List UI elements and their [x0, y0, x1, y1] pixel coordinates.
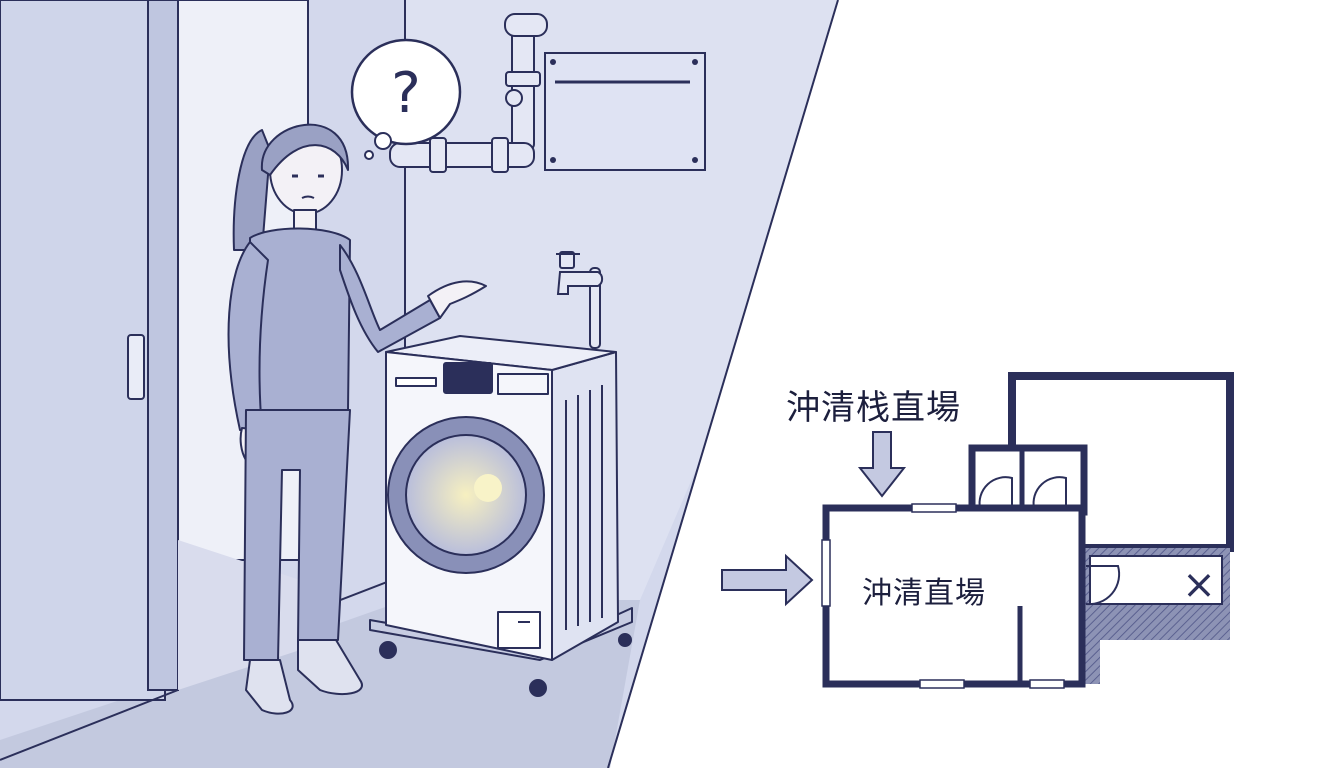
floor-plan-label-room: 沖清直場 [862, 576, 986, 611]
faucet-icon [556, 251, 604, 349]
door-handle [127, 334, 145, 400]
floor-plan-label-top: 沖清栈直場 [786, 388, 961, 428]
x-mark-icon: × [1182, 562, 1216, 608]
woman-figure [227, 123, 487, 715]
wall-panel [544, 52, 706, 171]
drain-pipe [389, 13, 548, 173]
panel-divider [607, 0, 839, 768]
arrow-down-icon [857, 431, 907, 498]
washing-machine [369, 335, 633, 697]
thought-bubble: ? [350, 38, 462, 160]
floor-plan: × [721, 372, 1234, 689]
corridor [968, 444, 1088, 516]
arrow-right-icon [721, 553, 814, 607]
question-mark-icon: ? [391, 61, 421, 126]
